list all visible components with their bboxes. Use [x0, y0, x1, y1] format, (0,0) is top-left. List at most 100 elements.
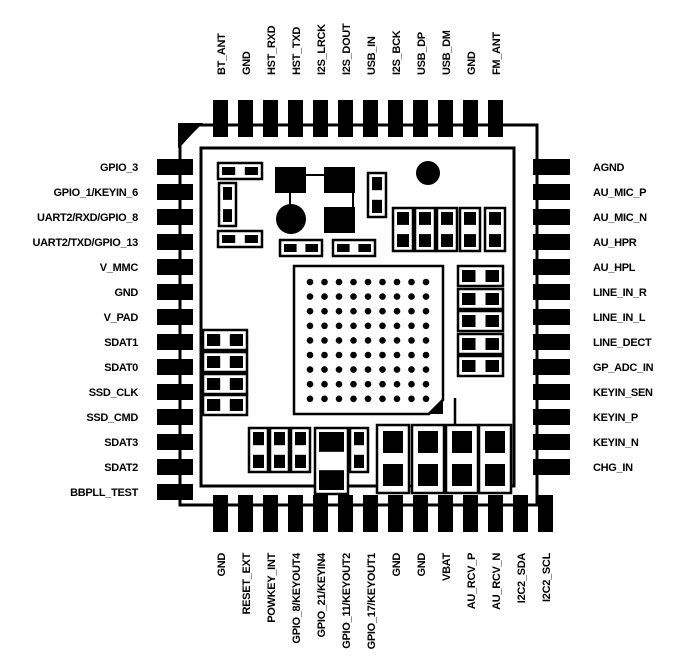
bga-ball	[350, 293, 357, 300]
bga-ball	[393, 351, 401, 359]
pin-label-left: GND	[114, 287, 138, 299]
bga-ball	[379, 395, 386, 403]
bga-ball	[321, 307, 328, 315]
pad-left-12	[157, 434, 193, 450]
bga-ball	[335, 322, 343, 330]
bga-ball	[364, 293, 372, 300]
bga-ball	[335, 293, 343, 300]
pad-bottom-11	[463, 495, 478, 532]
bga-ball	[422, 293, 430, 300]
pad-top-7	[363, 100, 378, 137]
bga-ball	[321, 366, 328, 373]
pin-label-bottom: I2C2_SCL	[541, 552, 553, 602]
bga-ball	[393, 278, 401, 286]
bga-ball	[408, 351, 415, 359]
bga-ball	[350, 366, 357, 373]
smd-component	[268, 426, 291, 474]
bga-ball	[379, 380, 386, 388]
pad-left-1	[157, 159, 193, 175]
bga-ball	[364, 351, 372, 359]
bga-ball	[408, 395, 415, 403]
bga-ball	[306, 366, 314, 373]
pad-top-2	[238, 100, 253, 137]
bga-ball	[321, 322, 328, 330]
smd-component	[331, 238, 377, 258]
pin-label-bottom: RESET_EXT	[241, 552, 253, 614]
bga-ball	[364, 366, 372, 373]
pin-label-bottom: GND	[391, 553, 403, 577]
pin-pads	[157, 100, 570, 532]
bga-ball	[422, 278, 430, 286]
bga-ball	[306, 380, 314, 388]
smd-component	[247, 426, 270, 474]
pin-label-right: LINE_IN_R	[593, 287, 647, 299]
smd-component	[217, 181, 238, 228]
pin-label-left: SDAT2	[104, 462, 138, 474]
pad-bottom-4	[288, 495, 303, 532]
bga-ball	[393, 293, 401, 300]
pad-right-6	[533, 284, 570, 300]
smd-component	[456, 264, 505, 288]
large-smd-component	[375, 423, 411, 495]
bga-ball	[379, 366, 386, 373]
pad-bottom-9	[413, 495, 428, 532]
fiducial-mark	[416, 161, 440, 185]
bga-ball	[350, 337, 357, 344]
bga-ball	[335, 278, 343, 286]
pin-label-bottom: GPIO_8/KEYOUT4	[291, 552, 303, 644]
bga-ball	[335, 307, 343, 315]
smd-component	[413, 206, 437, 253]
smd-component	[458, 206, 482, 253]
bga-ball	[393, 380, 401, 388]
bga-ball	[321, 278, 328, 286]
bga-ball	[422, 337, 430, 344]
pad-top-1	[213, 100, 228, 137]
pin-label-left: UART2/RXD/GPIO_8	[37, 212, 138, 224]
pad-left-13	[157, 459, 193, 475]
smd-component	[456, 287, 505, 311]
crystal-component	[275, 167, 355, 234]
pad-left-3	[157, 209, 193, 225]
bga-ball	[350, 395, 357, 403]
pad-bottom-7	[363, 495, 378, 532]
bga-ball	[350, 351, 357, 359]
bga-ball	[364, 307, 372, 315]
pin-label-top: HST_RXD	[266, 25, 278, 75]
pin-label-top: I2S_DOUT	[341, 23, 353, 75]
pad-right-10	[533, 384, 570, 400]
pad-bottom-10	[438, 495, 453, 532]
bga-ball	[364, 395, 372, 403]
pad-bottom-6	[338, 495, 353, 532]
bga-ball	[306, 322, 314, 330]
smd-component	[216, 161, 264, 181]
bga-ball	[379, 293, 386, 300]
pad-right-9	[533, 359, 570, 375]
bga-ball	[350, 278, 357, 286]
pad-top-12	[488, 100, 503, 137]
pad-right-7	[533, 309, 570, 325]
bga-ball	[408, 380, 415, 388]
bga-ball	[379, 351, 386, 359]
pad-top-4	[288, 100, 303, 137]
pad-top-10	[438, 100, 453, 137]
pad-top-6	[338, 100, 353, 137]
pad-bottom-1	[213, 495, 228, 532]
pin-label-top: USB_DP	[416, 32, 428, 75]
pad-top-3	[263, 100, 278, 137]
bga-ball	[321, 395, 328, 403]
pad-bottom-14	[538, 495, 553, 532]
pin-label-bottom: GND	[216, 553, 228, 577]
smd-component	[391, 206, 415, 253]
bga-ball	[379, 337, 386, 344]
pin-label-right: GP_ADC_IN	[593, 362, 654, 374]
pad-left-9	[157, 359, 193, 375]
pin-label-right: AU_MIC_P	[593, 187, 646, 199]
bga-ball	[393, 322, 401, 330]
pin-label-top: BT_ANT	[216, 33, 228, 75]
pad-right-8	[533, 334, 570, 350]
bga-ball	[306, 278, 314, 286]
bga-ball	[335, 351, 343, 359]
smd-component	[201, 372, 249, 396]
pad-left-6	[157, 284, 193, 300]
